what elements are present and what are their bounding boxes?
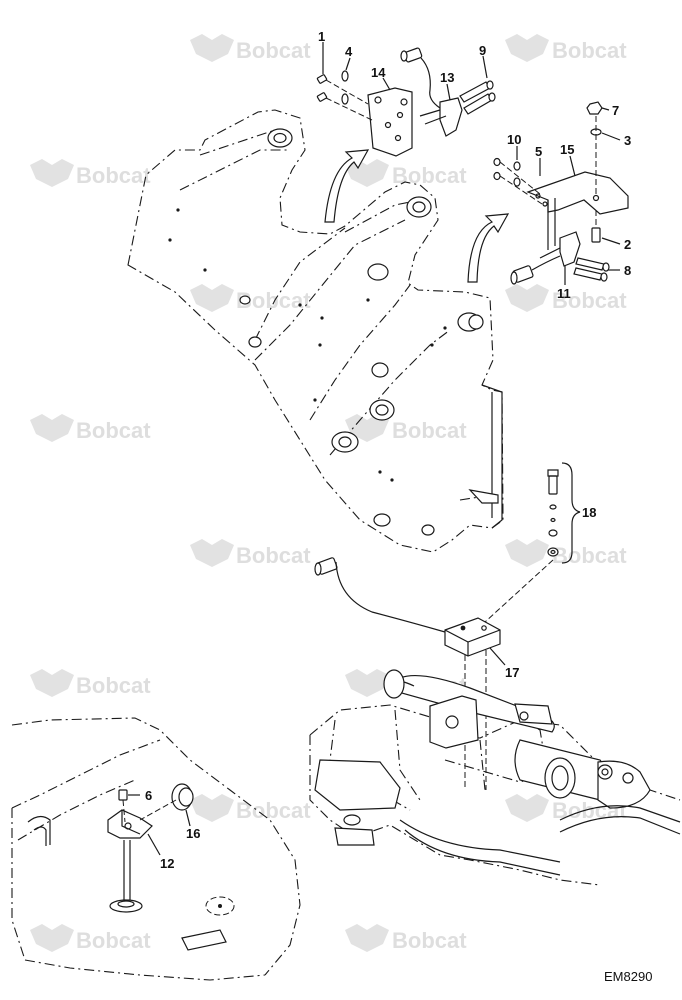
bolt bbox=[548, 475, 558, 495]
watermark-logo: Bobcat bbox=[190, 284, 311, 313]
frame-hole bbox=[267, 128, 293, 148]
sensor-16 bbox=[139, 783, 194, 821]
watermark-text: Bobcat bbox=[76, 163, 151, 188]
callout-2: 2 bbox=[624, 237, 631, 252]
loader-frame bbox=[127, 109, 504, 553]
callout-18: 18 bbox=[582, 505, 596, 520]
washer bbox=[548, 529, 558, 537]
watermark-logo: Bobcat bbox=[190, 34, 311, 63]
watermark-text: Bobcat bbox=[552, 288, 627, 313]
bracket-15 bbox=[526, 171, 629, 215]
callout-1: 1 bbox=[318, 29, 325, 44]
wire-harness bbox=[314, 557, 446, 633]
nut bbox=[586, 101, 603, 115]
watermark-logo: Bobcat bbox=[345, 414, 467, 443]
callout-5: 5 bbox=[535, 144, 542, 159]
watermark-logo: Bobcat bbox=[30, 159, 151, 188]
sensor-11 bbox=[539, 231, 581, 267]
watermark-text: Bobcat bbox=[76, 418, 151, 443]
callout-4: 4 bbox=[345, 44, 353, 59]
watermark-text: Bobcat bbox=[392, 418, 467, 443]
screw bbox=[493, 157, 543, 205]
screw bbox=[118, 789, 128, 823]
sensor-bracket-assembly-right bbox=[493, 101, 629, 285]
watermark-layer: Bobcat Bobcat Bobcat Bobcat Bobcat Bobca… bbox=[30, 34, 627, 953]
screw bbox=[459, 80, 496, 115]
callout-labels: 1 4 14 13 9 7 3 10 5 15 2 8 11 18 17 6 1… bbox=[145, 29, 631, 871]
connector bbox=[510, 255, 561, 285]
watermark-logo: Bobcat bbox=[345, 924, 467, 953]
watermark-logo: Bobcat bbox=[30, 414, 151, 443]
watermark-logo: Bobcat bbox=[505, 539, 627, 568]
drawing-code: EM8290 bbox=[604, 969, 652, 984]
watermark-logo: Bobcat bbox=[190, 794, 311, 823]
watermark-text: Bobcat bbox=[552, 543, 627, 568]
watermark-text: Bobcat bbox=[236, 543, 311, 568]
screw bbox=[573, 257, 610, 282]
sensor-13 bbox=[419, 97, 463, 137]
bracket-14 bbox=[367, 87, 413, 157]
watermark-logo: Bobcat bbox=[505, 34, 627, 63]
callout-16: 16 bbox=[186, 826, 200, 841]
callout-17: 17 bbox=[505, 665, 519, 680]
watermark-logo: Bobcat bbox=[190, 539, 311, 568]
callout-3: 3 bbox=[624, 133, 631, 148]
watermark-text: Bobcat bbox=[76, 928, 151, 953]
frame-pin bbox=[373, 513, 391, 527]
frame-pin bbox=[371, 362, 389, 378]
callout-9: 9 bbox=[479, 43, 486, 58]
connector bbox=[400, 47, 441, 109]
frame-hole bbox=[421, 524, 435, 536]
frame-hole bbox=[331, 431, 359, 453]
group-brace bbox=[561, 462, 581, 564]
watermark-text: Bobcat bbox=[236, 798, 311, 823]
callout-14: 14 bbox=[371, 65, 386, 80]
bolt bbox=[316, 92, 373, 121]
frame-hole bbox=[369, 399, 395, 421]
watermark-text: Bobcat bbox=[552, 38, 627, 63]
watermark-text: Bobcat bbox=[76, 673, 151, 698]
direction-arrow bbox=[324, 149, 370, 223]
callout-10: 10 bbox=[507, 132, 521, 147]
sensor-17 bbox=[444, 617, 501, 790]
cab-detail bbox=[11, 717, 301, 981]
callout-7: 7 bbox=[612, 103, 619, 118]
callout-13: 13 bbox=[440, 70, 454, 85]
leader-lines bbox=[128, 42, 621, 856]
watermark-logo: Bobcat bbox=[30, 924, 151, 953]
callout-11: 11 bbox=[557, 286, 571, 301]
frame-hole bbox=[248, 336, 262, 348]
frame-pin bbox=[457, 312, 484, 332]
frame-hole bbox=[239, 295, 251, 305]
watermark-logo: Bobcat bbox=[30, 669, 151, 698]
bolt bbox=[316, 74, 369, 105]
axle-frame-view bbox=[309, 669, 681, 886]
watermark-text: Bobcat bbox=[392, 163, 467, 188]
bolt bbox=[591, 210, 601, 243]
washer bbox=[547, 547, 559, 557]
watermark-logo: Bobcat bbox=[505, 284, 627, 313]
callout-12: 12 bbox=[160, 856, 174, 871]
washer bbox=[550, 517, 556, 523]
frame-hole bbox=[406, 196, 432, 218]
callout-15: 15 bbox=[560, 142, 574, 157]
washer bbox=[341, 70, 349, 82]
watermark-text: Bobcat bbox=[236, 38, 311, 63]
watermark-text: Bobcat bbox=[392, 928, 467, 953]
hardware-kit-18 bbox=[484, 462, 581, 623]
sensor-bracket-assembly-left bbox=[316, 47, 496, 157]
callout-8: 8 bbox=[624, 263, 631, 278]
frame-hole bbox=[367, 263, 389, 281]
callout-6: 6 bbox=[145, 788, 152, 803]
direction-arrow bbox=[467, 213, 510, 283]
washer bbox=[341, 93, 349, 105]
watermark-logo: Bobcat bbox=[345, 159, 467, 188]
washer bbox=[549, 504, 557, 510]
